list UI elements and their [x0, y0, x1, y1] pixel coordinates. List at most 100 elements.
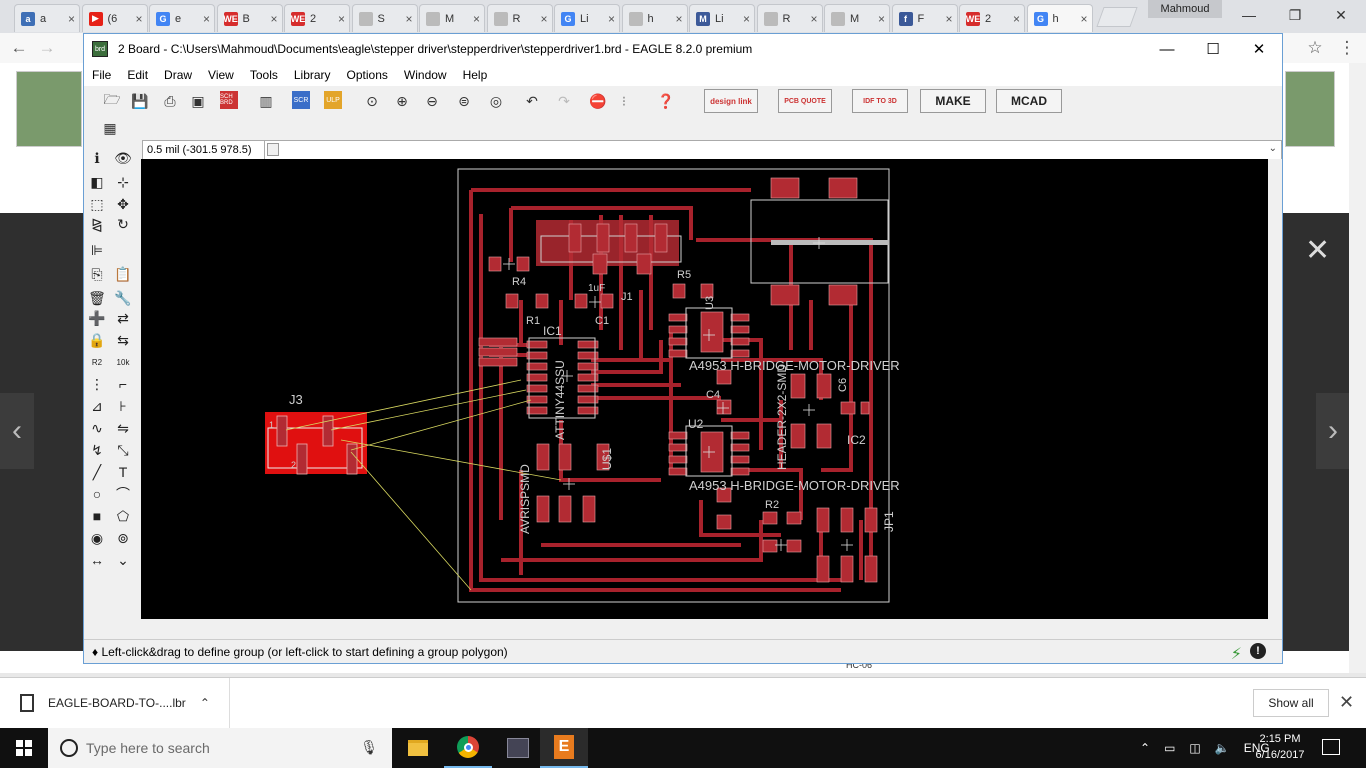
volume-icon[interactable]: 🔈 — [1214, 741, 1230, 755]
eagle-minimize-icon[interactable]: — — [1159, 40, 1175, 58]
value-icon[interactable]: 10k — [116, 357, 130, 367]
menu-item-help[interactable]: Help — [462, 68, 488, 82]
mark-icon[interactable]: ⊹ — [117, 173, 129, 190]
swap-icon[interactable]: ⇆ — [117, 331, 129, 348]
undo-icon[interactable]: ↶ — [526, 92, 538, 109]
sch-brd-icon[interactable]: SCH BRD — [220, 91, 238, 109]
network-icon[interactable]: ◫ — [1189, 741, 1201, 755]
action-center-icon[interactable] — [1322, 739, 1340, 755]
add-icon[interactable]: ➕ — [88, 309, 106, 326]
grid-icon[interactable]: ▦ — [103, 119, 117, 136]
help-icon[interactable]: ❓ — [657, 92, 675, 109]
battery-icon[interactable]: ▭ — [1164, 741, 1176, 755]
browser-restore-icon[interactable]: ❐ — [1288, 6, 1302, 23]
tab-close-icon[interactable]: × — [810, 11, 818, 26]
design-link-button[interactable]: design link — [704, 89, 758, 113]
tab-close-icon[interactable]: × — [67, 11, 75, 26]
dimension-icon[interactable]: ↔ — [90, 552, 104, 568]
group-icon[interactable]: ⬚ — [90, 195, 104, 212]
polygon-icon[interactable]: ⬠ — [116, 507, 130, 524]
hole-icon[interactable]: ⊚ — [117, 529, 129, 546]
lightbox-close-icon[interactable]: ✕ — [1305, 234, 1331, 267]
text-icon[interactable]: T — [118, 464, 128, 480]
script-icon[interactable]: SCR — [292, 91, 310, 109]
browser-tab[interactable]: S× — [351, 4, 418, 32]
stop-status-icon[interactable]: ! — [1250, 643, 1266, 659]
browser-minimize-icon[interactable]: — — [1242, 7, 1256, 23]
tab-close-icon[interactable]: × — [405, 11, 413, 26]
delete-icon[interactable]: 🗑 — [88, 289, 106, 306]
menu-item-file[interactable]: File — [92, 68, 112, 82]
arc-icon[interactable]: ⌒ — [116, 486, 130, 502]
paste-icon[interactable]: 📋 — [114, 265, 132, 282]
tray-chevron-icon[interactable]: ⌃ — [1140, 741, 1151, 755]
autoroute-icon[interactable]: ⤡ — [117, 441, 129, 458]
browser-menu-icon[interactable]: ⋮ — [1338, 38, 1356, 57]
meander-icon[interactable]: ∿ — [91, 419, 103, 436]
zoom-in-icon[interactable]: ⊕ — [396, 92, 408, 109]
browser-tab[interactable]: h× — [621, 4, 688, 32]
browser-close-icon[interactable]: ✕ — [1335, 6, 1347, 23]
clock[interactable]: 2:15 PM 6/16/2017 — [1252, 731, 1308, 763]
replace-icon[interactable]: ⇄ — [117, 309, 129, 326]
layers-icon[interactable]: ▥ — [259, 92, 273, 109]
eagle-maximize-icon[interactable]: ☐ — [1206, 41, 1220, 58]
language-indicator[interactable]: ENG — [1243, 741, 1270, 755]
vertical-scrollbar[interactable] — [1268, 159, 1282, 619]
mirror-icon[interactable]: ⧎ — [91, 215, 103, 232]
chrome-icon[interactable] — [444, 728, 492, 768]
lock-icon[interactable]: 🔒 — [88, 331, 106, 348]
tab-close-icon[interactable]: × — [742, 11, 750, 26]
menu-item-view[interactable]: View — [208, 68, 234, 82]
redo-icon[interactable]: ↷ — [558, 92, 570, 109]
page-scrollbar[interactable] — [1349, 63, 1366, 673]
ripup-icon[interactable]: ↯ — [91, 441, 103, 458]
save-icon[interactable]: 💾 — [131, 92, 149, 109]
more-chevron-icon[interactable]: ⌄ — [117, 551, 129, 568]
menu-item-options[interactable]: Options — [346, 68, 388, 82]
menu-item-window[interactable]: Window — [403, 68, 447, 82]
tab-close-icon[interactable]: × — [540, 11, 548, 26]
back-icon[interactable]: ← — [10, 38, 28, 57]
browser-tab[interactable]: ▶(6× — [81, 4, 148, 32]
browser-tab[interactable]: R× — [756, 4, 823, 32]
layer-color-icon[interactable]: ◧ — [90, 173, 104, 190]
circle-icon[interactable]: ○ — [92, 486, 102, 502]
zoom-select-icon[interactable]: ⊜ — [458, 92, 470, 109]
tab-close-icon[interactable]: × — [337, 11, 345, 26]
eagle-close-icon[interactable]: ✕ — [1252, 41, 1266, 58]
file-explorer-icon[interactable] — [394, 728, 442, 768]
zoom-out-icon[interactable]: ⊖ — [426, 92, 438, 109]
profile-button[interactable]: Mahmoud — [1148, 0, 1222, 18]
wire-icon[interactable]: ╱ — [92, 463, 102, 480]
tab-close-icon[interactable]: × — [270, 11, 278, 26]
menu-item-tools[interactable]: Tools — [249, 68, 278, 82]
route-icon[interactable]: ⇋ — [117, 419, 129, 436]
redraw-icon[interactable]: ◎ — [489, 92, 503, 109]
tab-close-icon[interactable]: × — [607, 11, 615, 26]
command-history-chevron-icon[interactable]: ⌄ — [1268, 143, 1277, 154]
align-icon[interactable]: ⊫ — [90, 241, 104, 258]
chevron-up-icon[interactable]: ⌃ — [199, 696, 210, 710]
eagle-taskbar-icon[interactable]: E — [540, 728, 588, 768]
lightbox-prev-icon[interactable]: ‹ — [0, 393, 34, 469]
change-icon[interactable]: 🔧 — [114, 289, 132, 306]
blank-icon[interactable] — [112, 240, 134, 260]
zoom-fit-icon[interactable]: ⊙ — [366, 92, 378, 109]
name-icon[interactable]: R2 — [91, 357, 103, 367]
video-editor-icon[interactable] — [494, 728, 542, 768]
menu-item-edit[interactable]: Edit — [127, 68, 149, 82]
miter-icon[interactable]: ⌐ — [118, 376, 128, 392]
mcad-button[interactable]: MCAD — [996, 89, 1062, 113]
browser-tab[interactable]: M× — [824, 4, 890, 32]
idf-to-3d-button[interactable]: IDF TO 3D — [852, 89, 908, 113]
horizontal-scrollbar[interactable] — [141, 619, 1268, 633]
start-button[interactable] — [0, 728, 48, 768]
forward-icon[interactable]: → — [38, 38, 56, 57]
via-icon[interactable]: ◉ — [90, 529, 104, 546]
